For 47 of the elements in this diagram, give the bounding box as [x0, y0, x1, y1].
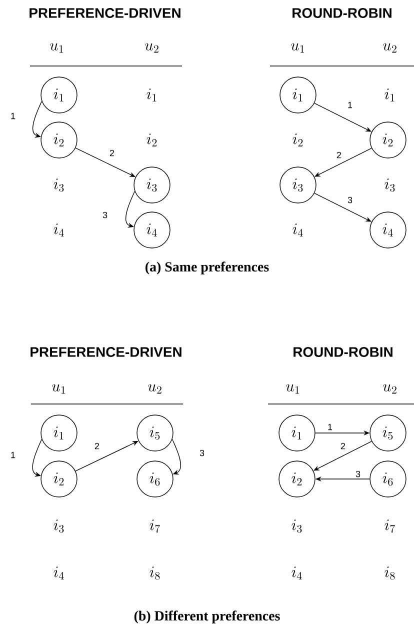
arrow	[172, 438, 181, 475]
item-label: $i_8$	[150, 566, 160, 580]
arrow	[32, 100, 42, 138]
item-label: $u_2$	[382, 384, 396, 394]
panel-title: ROUND-ROBIN	[292, 8, 392, 18]
item-label: $i_3$	[292, 520, 302, 533]
edge-label: 2	[336, 151, 342, 159]
item-label: $i_4$	[292, 224, 303, 236]
item-label: $i_1$	[146, 88, 156, 102]
edge-label: 1	[327, 423, 333, 431]
panel-title: PREFERENCE-DRIVEN	[30, 8, 180, 18]
edge-label: 1	[10, 112, 16, 120]
item-label: $u_2$	[148, 384, 162, 394]
item-label: $i_8$	[384, 566, 395, 580]
item-label: $i_3$	[54, 520, 64, 533]
item-label: $i_2$	[292, 134, 303, 146]
item-label: $u_1$	[290, 43, 304, 53]
item-label: $i_3$	[384, 178, 395, 192]
subfigure-caption: (b) Different preferences	[134, 610, 280, 624]
arrow	[125, 190, 136, 228]
item-label: $u_1$	[52, 384, 66, 394]
arrow	[75, 148, 136, 177]
edge-label: 3	[199, 449, 205, 457]
item-label: $i_3$	[54, 178, 64, 192]
arrow	[32, 438, 42, 477]
item-label: $i_4$	[54, 566, 64, 580]
item-label: $u_1$	[50, 43, 64, 53]
item-label: $i_7$	[384, 520, 396, 533]
edge-label: 1	[347, 101, 353, 109]
item-label: $u_1$	[286, 384, 300, 394]
panel-title: PREFERENCE-DRIVEN	[30, 347, 182, 357]
edge-label: 2	[109, 149, 115, 157]
subfigure-caption: (a) Same preferences	[146, 262, 269, 274]
panel-title: ROUND-ROBIN	[294, 347, 392, 357]
item-label: $u_2$	[144, 43, 158, 53]
edge-label: 3	[355, 470, 361, 478]
edge-label: 2	[340, 442, 346, 450]
edge-label: 1	[10, 451, 16, 459]
edge-label: 3	[347, 196, 353, 204]
item-label: $u_2$	[382, 43, 396, 53]
item-label: $i_2$	[146, 134, 157, 146]
item-label: $i_7$	[150, 520, 160, 533]
edge-label: 3	[102, 211, 108, 219]
item-label: $i_4$	[54, 224, 64, 236]
item-label: $i_1$	[384, 88, 394, 102]
item-label: $i_4$	[292, 566, 302, 580]
edge-label: 2	[94, 442, 100, 450]
